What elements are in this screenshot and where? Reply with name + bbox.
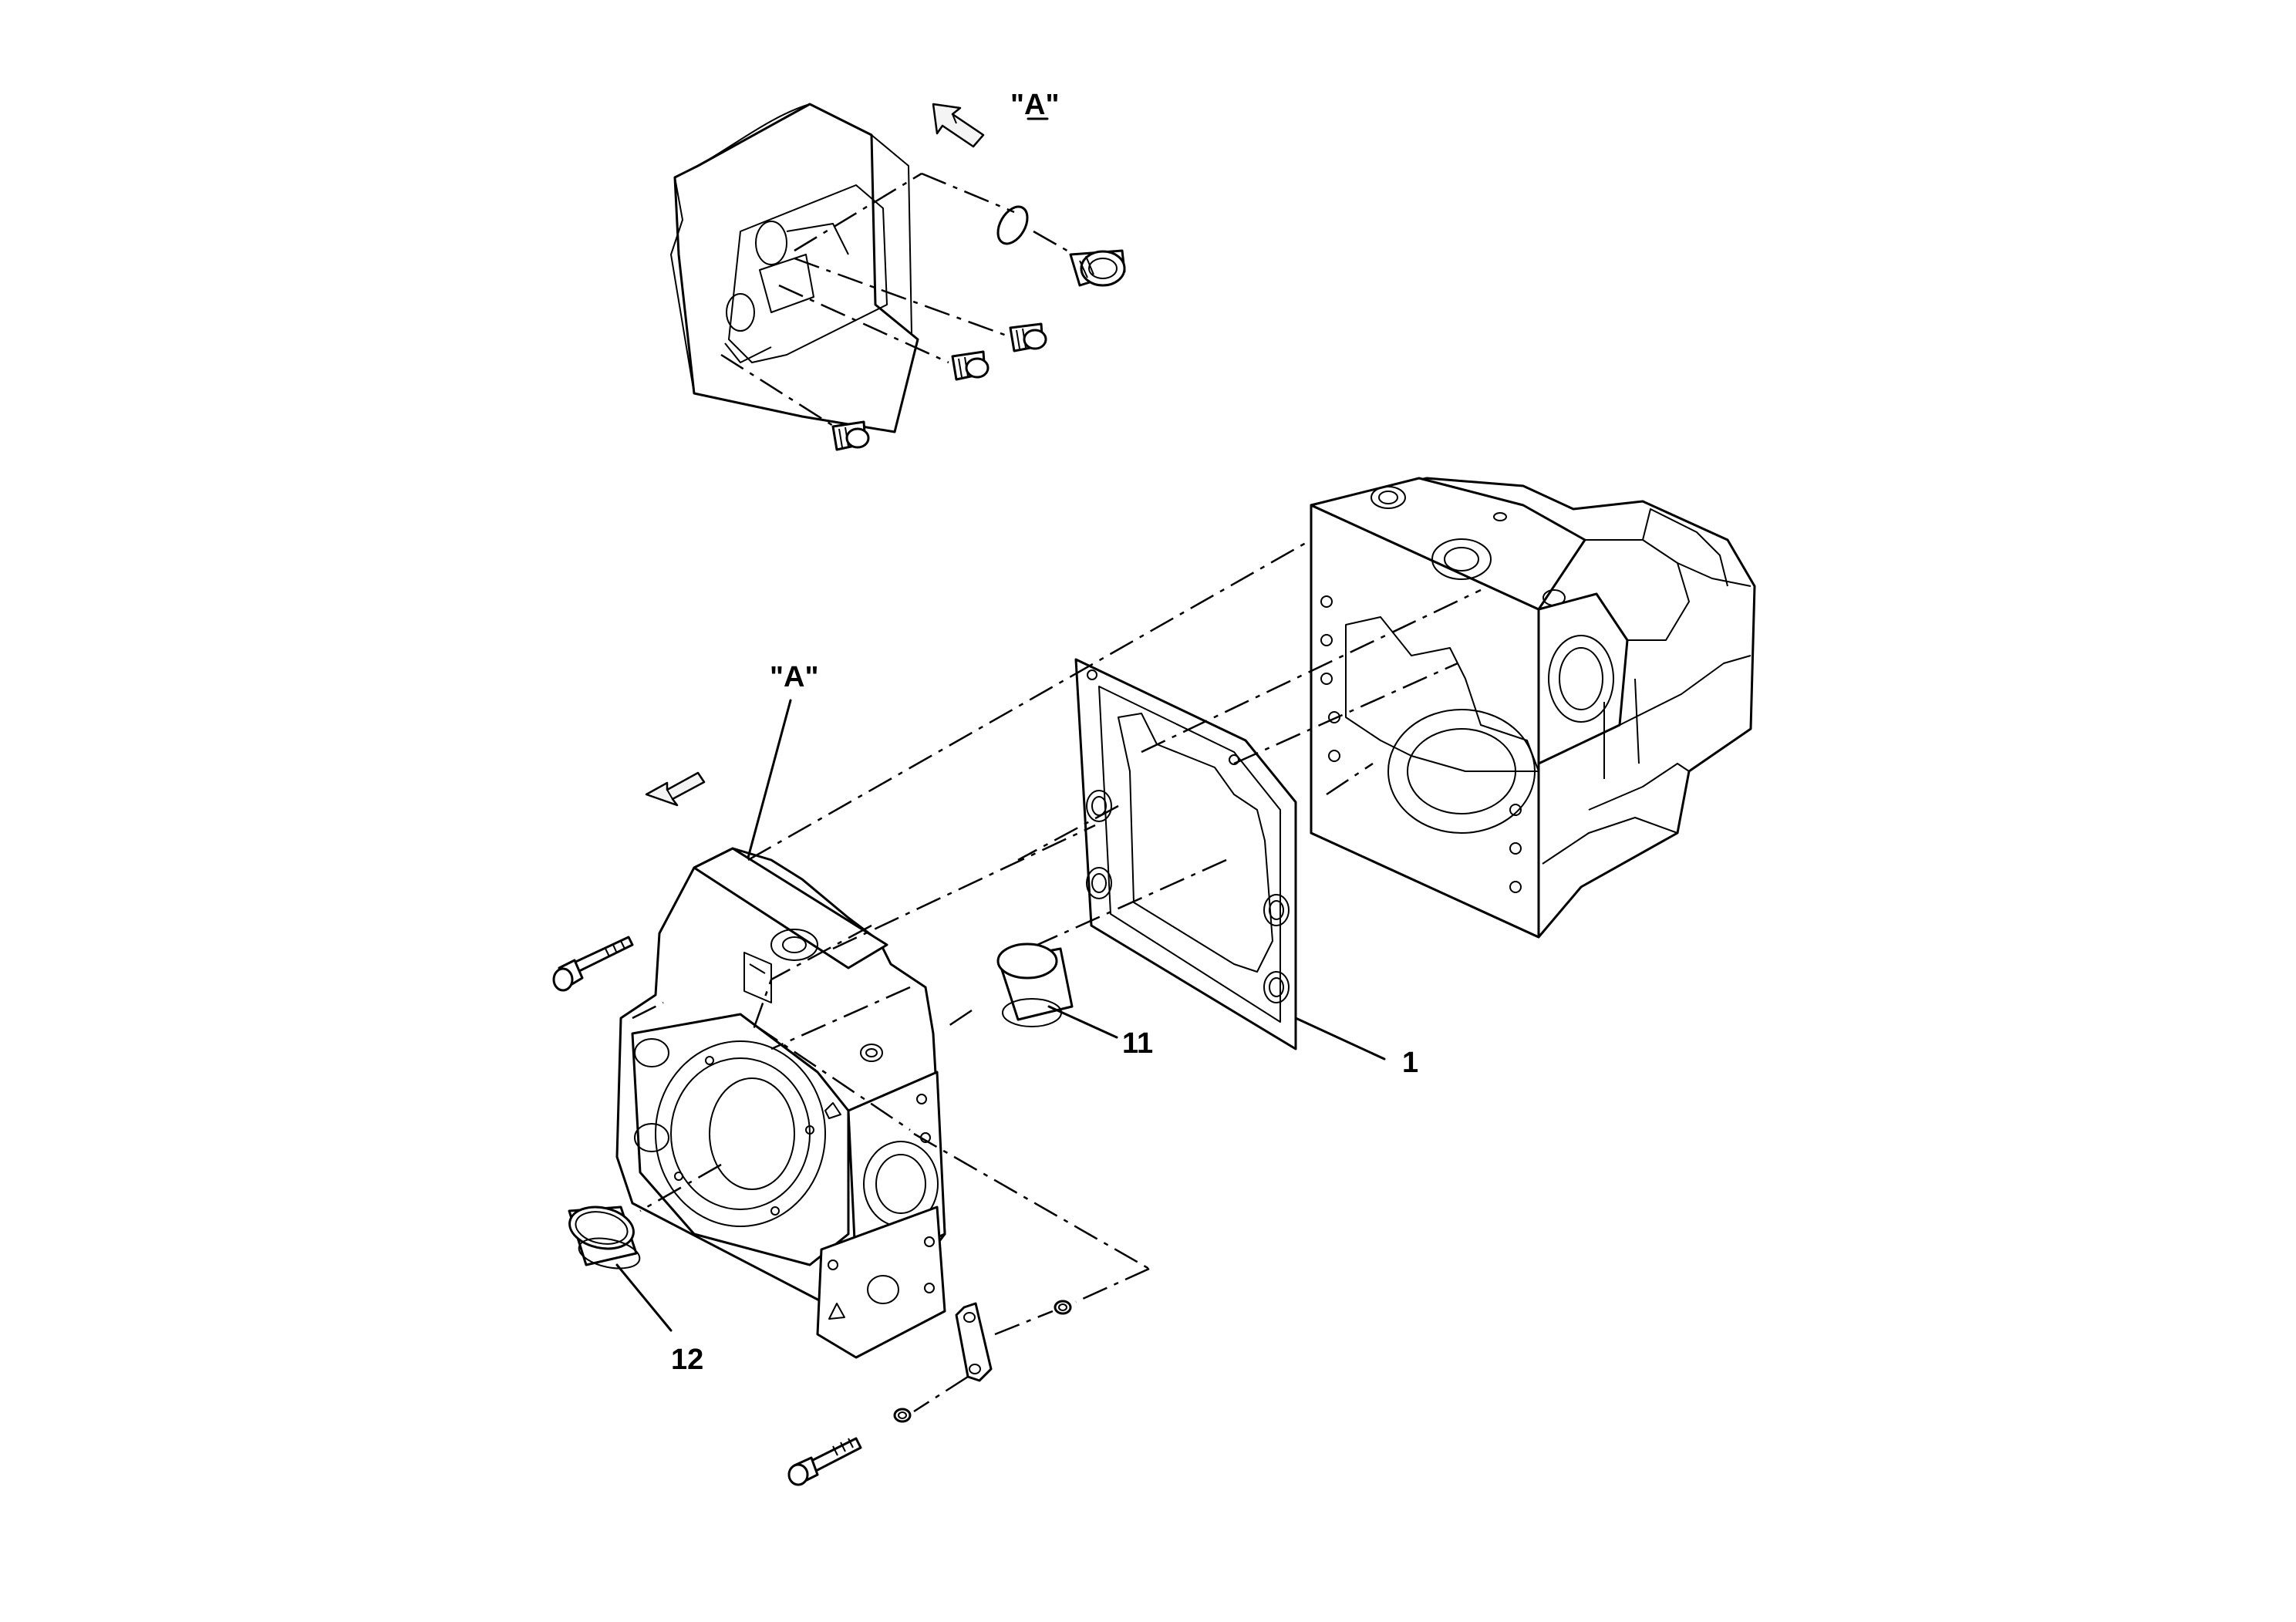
set-screw-3: [831, 420, 870, 451]
callout-11: 11: [1122, 1027, 1153, 1060]
direction-arrow-icon: [932, 103, 985, 148]
leader-lines: [615, 699, 1386, 1332]
detail-view-title: "A": [1010, 89, 1059, 121]
detail-housing-fragment: [673, 103, 919, 433]
o-ring: [996, 205, 1029, 245]
main-pump-housing: [1310, 477, 1756, 939]
set-screw-2: [951, 350, 990, 381]
cap-screw-lower: [787, 1437, 862, 1486]
gasket: [1074, 658, 1297, 1050]
cap-screw-upper: [552, 936, 634, 992]
washer-lower: [893, 1408, 912, 1423]
bushing: [996, 943, 1074, 1027]
set-screw-1: [1009, 322, 1047, 352]
assembly-lines: [632, 538, 1482, 1413]
clamp-plate: [955, 1302, 993, 1382]
detail-reference-label: "A": [770, 661, 818, 693]
detail-view-a: "A": [670, 89, 1126, 451]
direction-arrow-main-icon: [645, 771, 706, 807]
detail-cavity: [728, 184, 888, 363]
clamp-hardware: [787, 1300, 1072, 1486]
front-housing: [615, 847, 946, 1359]
callout-12: 12: [671, 1344, 703, 1376]
plug-screw-large: [1069, 249, 1126, 287]
callout-1: 1: [1402, 1047, 1418, 1079]
washer-upper: [1054, 1300, 1072, 1315]
ring: [568, 1206, 641, 1270]
